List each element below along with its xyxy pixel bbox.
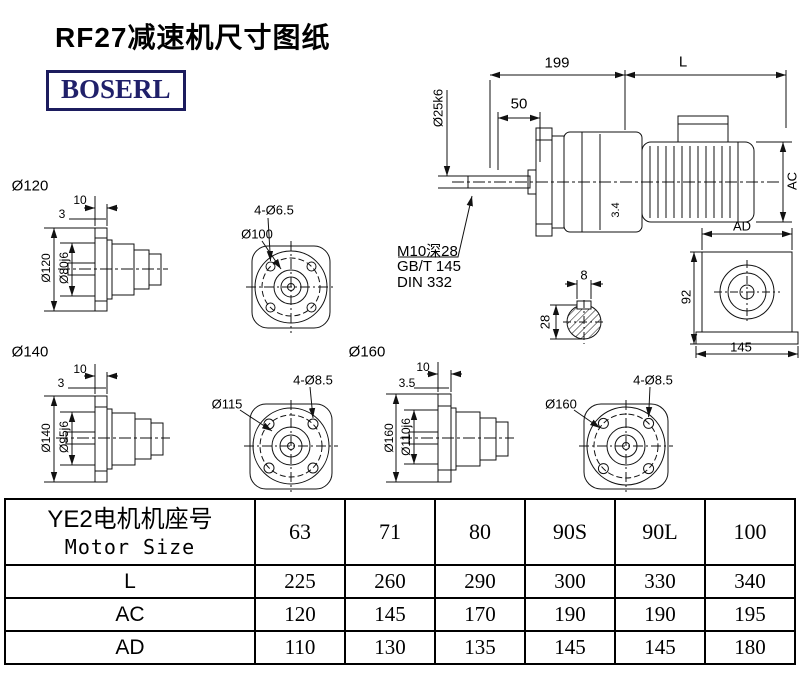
- dim-120-10: 10: [73, 193, 87, 207]
- dim-160-10: 10: [416, 360, 430, 374]
- table-cell: 120: [254, 597, 346, 632]
- table-cell: 145: [524, 630, 616, 665]
- dim-145: 145: [730, 339, 752, 355]
- standard-note-din: DIN 332: [397, 274, 453, 291]
- row-label: AD: [4, 630, 256, 665]
- dim-140-outer: Ø140: [39, 423, 53, 453]
- dim-140-spigot: Ø95j6: [57, 420, 71, 454]
- flange-view-120: [44, 196, 168, 312]
- header-en: Motor Size: [64, 535, 196, 559]
- dim-92: 92: [678, 289, 694, 305]
- table-cell: 90L: [614, 498, 706, 566]
- dia-115: Ø115: [211, 396, 243, 412]
- dim-199: 199: [544, 54, 570, 72]
- table-cell: 300: [524, 564, 616, 599]
- thread-note: M10深28: [397, 243, 458, 260]
- table-cell: 340: [704, 564, 796, 599]
- holes-115: 4-Ø8.5: [293, 372, 333, 388]
- table-cell: 225: [254, 564, 346, 599]
- table-cell: 145: [614, 630, 706, 665]
- dim-shaft-diameter: Ø25k6: [430, 88, 446, 128]
- dim-50: 50: [510, 95, 528, 113]
- dim-AD: AD: [732, 218, 752, 234]
- dim-120-outer: Ø120: [39, 253, 53, 283]
- flange-view-160: [386, 362, 514, 483]
- flange-view-140: [44, 364, 170, 483]
- shaft-section-view: [550, 280, 605, 344]
- table-cell: 145: [344, 597, 436, 632]
- dim-120-3: 3: [58, 207, 66, 221]
- header-cn: YE2电机机座号: [47, 506, 213, 533]
- view-label-120: Ø120: [11, 177, 49, 195]
- dim-3-4: 3.4: [610, 202, 622, 218]
- table-cell: 135: [434, 630, 526, 665]
- view-label-160: Ø160: [348, 343, 386, 361]
- table-cell: 195: [704, 597, 796, 632]
- front-view-115: [239, 386, 338, 492]
- table-cell: 260: [344, 564, 436, 599]
- table-cell: 63: [254, 498, 346, 566]
- table-cell: 90S: [524, 498, 616, 566]
- motor-size-table: YE2电机机座号 Motor Size 63 71 80 90S 90L 100…: [4, 498, 796, 665]
- row-label: L: [4, 564, 256, 599]
- boserl-logo: BOSERL: [46, 70, 186, 111]
- dim-140-3: 3: [57, 376, 65, 390]
- row-label: AC: [4, 597, 256, 632]
- table-cell: 80: [434, 498, 526, 566]
- front-view-160: [573, 386, 673, 492]
- table-cell: 110: [254, 630, 346, 665]
- main-assembly-drawing: [398, 70, 792, 258]
- table-row: L 225 260 290 300 330 340: [4, 564, 796, 599]
- view-label-140: Ø140: [11, 343, 49, 361]
- standard-note-gbt: GB/T 145: [397, 258, 461, 275]
- motor-size-header-cell: YE2电机机座号 Motor Size: [4, 498, 256, 566]
- table-row: AC 120 145 170 190 190 195: [4, 597, 796, 632]
- dim-AC: AC: [784, 171, 800, 191]
- front-view-100: [246, 217, 336, 333]
- table-cell: 71: [344, 498, 436, 566]
- dim-key-8: 8: [580, 267, 588, 283]
- table-row: AD 110 130 135 145 145 180: [4, 630, 796, 665]
- table-cell: 290: [434, 564, 526, 599]
- table-cell: 190: [524, 597, 616, 632]
- dim-160-3-5: 3.5: [398, 376, 416, 390]
- table-cell: 170: [434, 597, 526, 632]
- dim-140-10: 10: [73, 362, 87, 376]
- dim-120-spigot: Ø80j6: [57, 251, 71, 285]
- dim-160-spigot: Ø110j6: [399, 418, 413, 456]
- dia-160: Ø160: [545, 396, 577, 412]
- table-cell: 180: [704, 630, 796, 665]
- holes-160: 4-Ø8.5: [633, 372, 673, 388]
- dim-L: L: [678, 53, 688, 71]
- table-cell: 130: [344, 630, 436, 665]
- dim-160-outer: Ø160: [382, 423, 396, 453]
- table-header-row: YE2电机机座号 Motor Size 63 71 80 90S 90L 100: [4, 498, 796, 566]
- table-cell: 100: [704, 498, 796, 566]
- dim-28: 28: [537, 314, 553, 330]
- holes-100: 4-Ø6.5: [254, 202, 294, 218]
- page-title: RF27减速机尺寸图纸: [55, 22, 331, 53]
- table-cell: 190: [614, 597, 706, 632]
- table-cell: 330: [614, 564, 706, 599]
- dia-100: Ø100: [241, 226, 273, 242]
- output-side-view: [690, 228, 799, 358]
- drawing-canvas: [44, 70, 799, 492]
